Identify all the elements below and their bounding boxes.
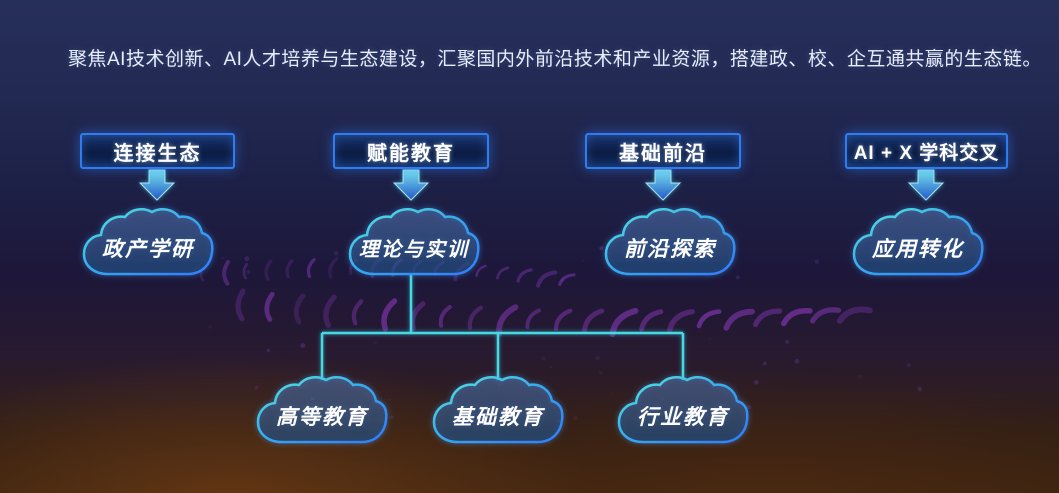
pillar-box-fundamental-frontier: 基础前沿 [585, 133, 741, 169]
cloud-higher-education: 高等教育 [256, 376, 388, 444]
cloud-label: 政产学研 [102, 236, 196, 261]
cloud-frontier-exploration: 前沿探索 [604, 208, 736, 276]
cloud-theory-and-practice: 理论与实训 [348, 208, 480, 276]
down-arrow-icon [393, 169, 429, 201]
down-arrow-icon [908, 169, 944, 201]
cloud-basic-education: 基础教育 [432, 376, 564, 444]
pillar-box-empower-education: 赋能教育 [333, 133, 489, 169]
cloud-application-transformation: 应用转化 [852, 208, 984, 276]
intro-text: 聚焦AI技术创新、AI人才培养与生态建设，汇聚国内外前沿技术和产业资源，搭建政、… [68, 49, 1042, 70]
cloud-label: 理论与实训 [359, 237, 471, 261]
down-arrow-icon [645, 169, 681, 201]
cloud-label: 前沿探索 [624, 236, 717, 261]
cloud-label: 行业教育 [637, 404, 731, 429]
branch-connector-lines [320, 274, 685, 380]
cloud-label: 基础教育 [452, 404, 546, 429]
pillar-box-label: 赋能教育 [367, 142, 455, 165]
cloud-gov-industry-academia: 政产学研 [82, 208, 214, 276]
cloud-label: 应用转化 [871, 236, 965, 261]
down-arrow-icon [139, 169, 175, 201]
cloud-label: 高等教育 [276, 404, 370, 429]
pillar-box-label: 连接生态 [113, 142, 202, 165]
pillar-box-ai-x-interdisciplinary: AI + X 学科交叉 [845, 133, 1008, 169]
pillar-box-connect-ecosystem: 连接生态 [80, 133, 235, 169]
pillar-box-label: 基础前沿 [619, 142, 707, 165]
cloud-industry-education: 行业教育 [617, 376, 749, 444]
pillar-box-label: AI + X 学科交叉 [853, 142, 1000, 164]
